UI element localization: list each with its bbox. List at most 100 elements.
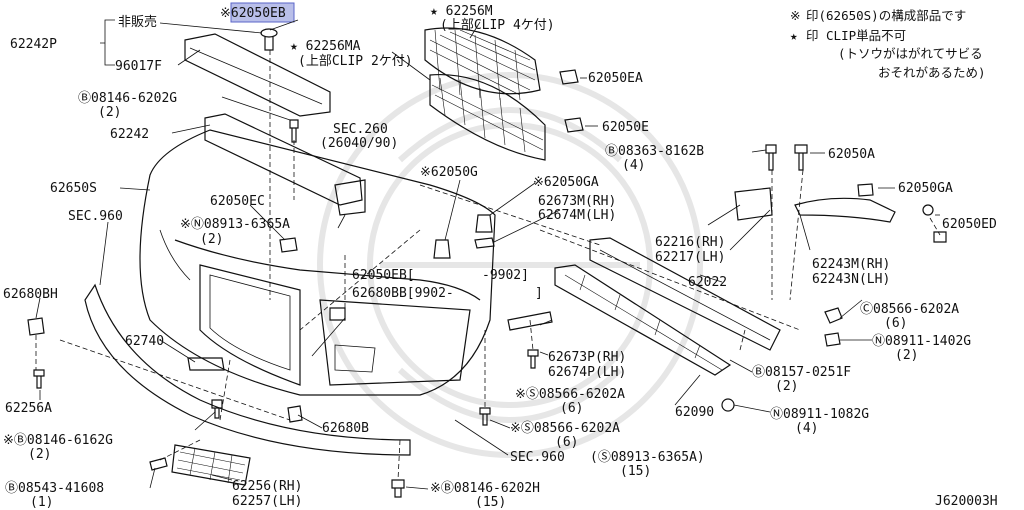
label-62050EC[interactable]: 62050EC	[210, 194, 265, 209]
label-62256[interactable]: 62256(RH)	[232, 479, 302, 494]
label-08913-6365A-qty: (2)	[200, 232, 223, 247]
part-62650S-fascia-drawing	[139, 129, 496, 396]
label-62243N[interactable]: 62243N(LH)	[812, 272, 890, 287]
label-62050EB-top[interactable]: ※62050EB	[220, 6, 286, 21]
part-62256MA-grille-drawing	[429, 73, 546, 161]
clip-62673P-drawing	[507, 311, 553, 331]
label-08146-6162G-qty: (2)	[28, 447, 51, 462]
label-08146-6202H[interactable]: ※Ⓑ08146-6202H	[430, 481, 540, 496]
label-62242P[interactable]: 62242P	[10, 37, 57, 52]
note-line-2-prefix: ★	[790, 28, 798, 43]
label-08911-1082G[interactable]: Ⓝ08911-1082G	[770, 407, 869, 422]
label-62050GA-mid[interactable]: ※62050GA	[533, 175, 599, 190]
label-62673M[interactable]: 62673M(RH)	[538, 194, 616, 209]
clip-62050ED-drawing	[922, 204, 947, 243]
label-62256MA-sub: (上部CLIP 2ケ付)	[298, 54, 413, 69]
clip-62050EC-drawing	[279, 237, 298, 253]
label-62050E[interactable]: 62050E	[602, 120, 649, 135]
clip-62050EB-mid-drawing	[329, 307, 346, 321]
label-62090[interactable]: 62090	[675, 405, 714, 420]
label-08913-6365A-bottom[interactable]: (Ⓢ08913-6365A)	[590, 450, 705, 465]
note-line-2: 印 CLIP単品不可	[806, 28, 906, 43]
label-62740[interactable]: 62740	[125, 334, 164, 349]
label-62050G[interactable]: ※62050G	[420, 165, 478, 180]
label-62257[interactable]: 62257(LH)	[232, 494, 302, 509]
clip-62673M-drawing	[474, 237, 495, 249]
label-62050A[interactable]: 62050A	[828, 147, 875, 162]
dashed-assembly-lines	[35, 50, 941, 481]
label-hibaibai: 非販売	[118, 14, 157, 30]
label-08566-6202A-b[interactable]: ※Ⓢ08566-6202A	[510, 421, 620, 436]
note-star-symbol: ※	[790, 8, 800, 23]
label-sec260-sub: (26040/90)	[320, 136, 398, 151]
label-62650S[interactable]: 62650S	[50, 181, 97, 196]
label-62256MA[interactable]: ★ 62256MA	[290, 39, 361, 54]
label-08363-8162B[interactable]: Ⓑ08363-8162B	[605, 144, 704, 159]
label-62217[interactable]: 62217(LH)	[655, 250, 725, 265]
part-lower-lip-drawing	[84, 283, 411, 456]
clip-62050E-drawing	[564, 117, 584, 133]
clip-62050GA-right-drawing	[857, 183, 874, 197]
bolt-08363-8162B-drawing	[765, 144, 777, 171]
nut-08566-6202A-drawing	[824, 307, 843, 324]
label-sec960-left[interactable]: SEC.960	[68, 209, 123, 224]
screw-62256A-drawing	[33, 369, 45, 389]
part-62216-bracket-drawing	[734, 187, 773, 221]
label-62050EB-mid[interactable]: 62050EB[	[352, 268, 415, 283]
washer-08911-1082G-drawing	[721, 398, 735, 412]
diagram-code: J620003H	[935, 494, 998, 509]
label-62680BH[interactable]: 62680BH	[3, 287, 58, 302]
clip-62050G-drawing	[433, 239, 451, 259]
label-08157-0251F-qty: (2)	[775, 379, 798, 394]
label-08911-1082G-qty: (4)	[795, 421, 818, 436]
part-62243M-bracket-drawing	[794, 197, 896, 223]
label-62050GA-right[interactable]: 62050GA	[898, 181, 953, 196]
label-62242[interactable]: 62242	[110, 127, 149, 142]
screw-08566-6202A-drawing	[479, 349, 539, 426]
legend-notes: ※ 印(62650S)の構成部品です ★ 印 CLIP単品不可 (トソウがはがれ…	[790, 8, 986, 80]
label-08157-0251F[interactable]: Ⓑ08157-0251F	[752, 365, 851, 380]
label-62256M[interactable]: ★ 62256M	[430, 4, 493, 19]
label-sec960-bottom[interactable]: SEC.960	[510, 450, 565, 465]
clip-62050EB-drawing	[260, 28, 278, 51]
label-08146-6202G[interactable]: Ⓑ08146-6202G	[78, 91, 177, 106]
label-96017F[interactable]: 96017F	[115, 59, 162, 74]
label-08911-1402G[interactable]: Ⓝ08911-1402G	[872, 334, 971, 349]
label-62022[interactable]: 62022	[688, 275, 727, 290]
part-labels: ※62050EB 非販売 62242P 96017F ★ 62256M (上部C…	[3, 4, 997, 510]
bracket-62740-drawing	[187, 357, 225, 371]
label-08911-1402G-qty: (2)	[895, 348, 918, 363]
label-62256A[interactable]: 62256A	[5, 401, 52, 416]
label-08146-6162G[interactable]: ※Ⓑ08146-6162G	[3, 433, 113, 448]
label-62256M-sub: (上部CLIP 4ケ付)	[440, 18, 555, 33]
label-62243M[interactable]: 62243M(RH)	[812, 257, 890, 272]
label-62050EA[interactable]: 62050EA	[588, 71, 643, 86]
label-08543-41608[interactable]: Ⓑ08543-41608	[5, 481, 104, 496]
label-62050ED[interactable]: 62050ED	[942, 217, 997, 232]
selected-part-highlight	[230, 2, 295, 23]
label-08543-41608-qty: (1)	[30, 495, 53, 510]
clip-62050EA-drawing	[559, 69, 579, 85]
clip-62680BH-drawing	[27, 317, 45, 336]
bolt-08543-41608-drawing	[149, 457, 168, 471]
bolt-62050A-drawing	[794, 144, 808, 171]
leader-lines	[35, 19, 940, 490]
part-62090-absorber-drawing	[554, 264, 732, 376]
label-62673P[interactable]: 62673P(RH)	[548, 350, 626, 365]
label-08566-6202A-a[interactable]: ※Ⓢ08566-6202A	[515, 387, 625, 402]
label-62680BB[interactable]: 62680BB[9902-	[352, 286, 454, 301]
label-62680B[interactable]: 62680B	[322, 421, 369, 436]
nut-08911-1402G-drawing	[824, 332, 841, 347]
label-08913-6365A[interactable]: ※Ⓝ08913-6365A	[180, 217, 290, 232]
label-08146-6202H-qty: (15)	[475, 495, 506, 510]
part-62242-drawing	[204, 113, 366, 216]
label-08146-6202G-qty: (2)	[98, 105, 121, 120]
label-bracket-close: ]	[535, 286, 543, 301]
label-62674P[interactable]: 62674P(LH)	[548, 365, 626, 380]
clip-62680B-drawing	[287, 405, 303, 423]
label-62216[interactable]: 62216(RH)	[655, 235, 725, 250]
label-range-9902: -9902]	[482, 268, 529, 283]
label-62674M[interactable]: 62674M(LH)	[538, 208, 616, 223]
label-sec260[interactable]: SEC.260	[333, 122, 388, 137]
label-08566-6202A-right[interactable]: Ⓒ08566-6202A	[860, 302, 959, 317]
